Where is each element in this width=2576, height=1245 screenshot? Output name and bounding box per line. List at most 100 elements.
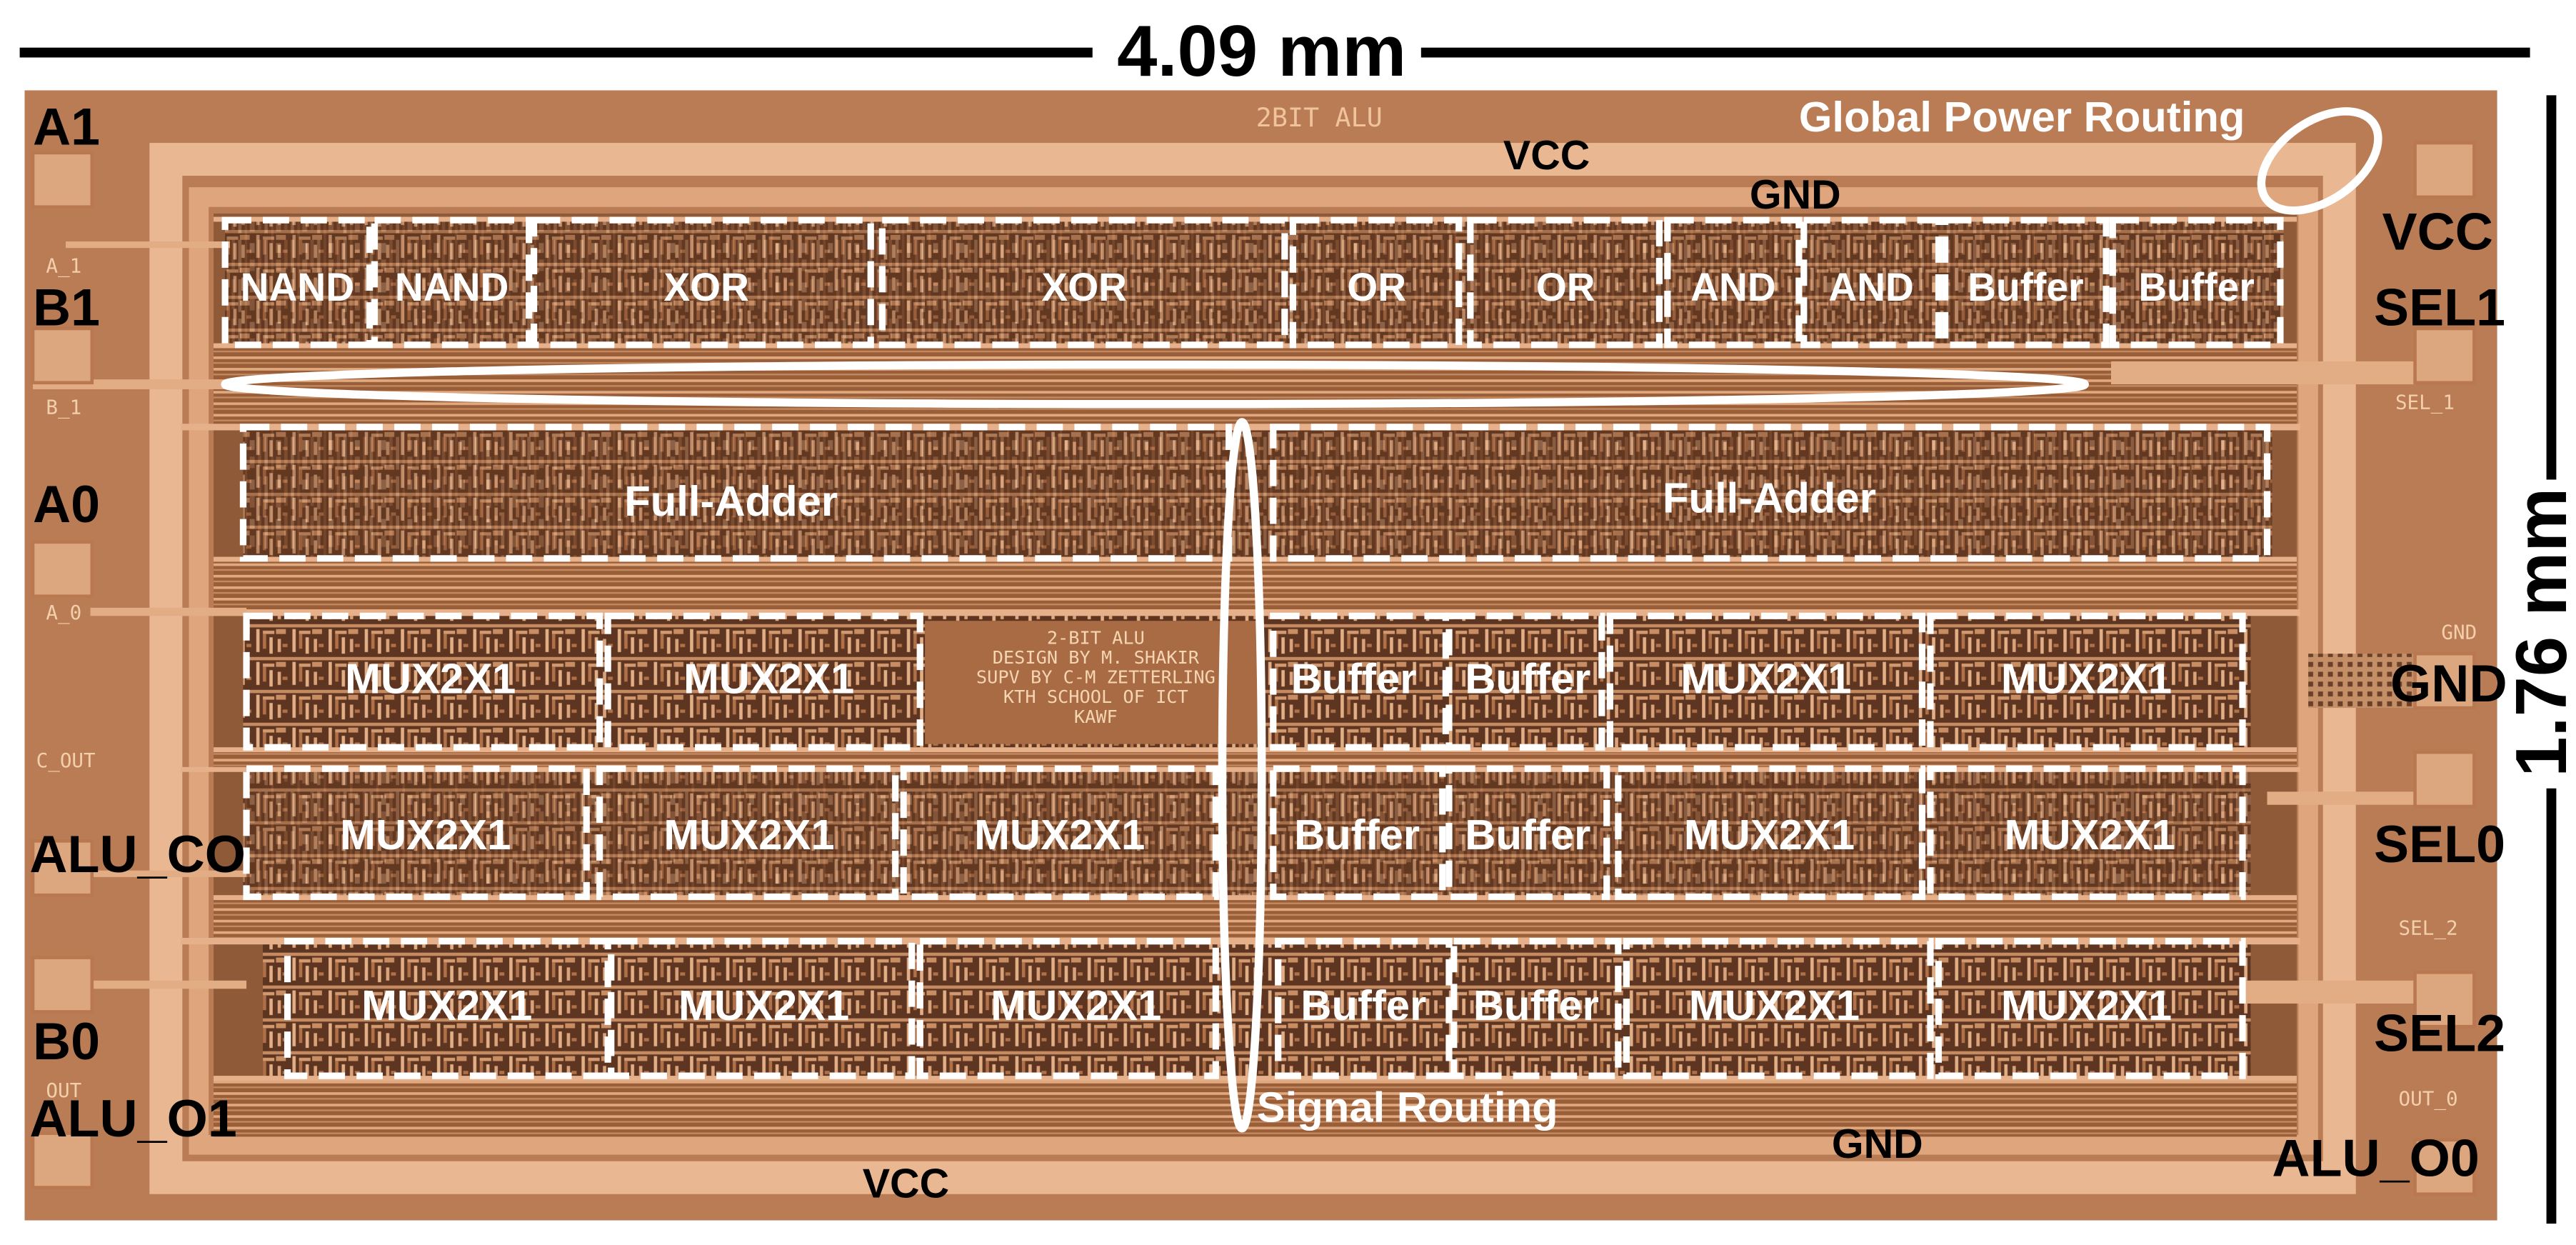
block-outline (1275, 937, 1453, 1079)
width-dimension: 4.09 mm (19, 11, 2530, 91)
vcc-top-label: VCC (1503, 133, 1590, 179)
height-label: 1.76 mm (2501, 488, 2576, 777)
signal-routing-horizontal-ellipse (221, 360, 2089, 409)
block-outline (2109, 216, 2284, 349)
pad-sel1 (2413, 326, 2476, 385)
pad-alu-o1 (31, 1131, 94, 1189)
pad-marking: GND (2441, 620, 2477, 644)
signal-routing-vertical-ellipse (1218, 418, 1266, 1133)
pad-marking: OUT (46, 1079, 81, 1102)
block-outline (1270, 424, 2271, 562)
trace-b0 (90, 980, 247, 989)
block-label-buffer: Buffer (1473, 981, 1599, 1029)
block-label-mux2x1: MUX2X1 (345, 654, 516, 702)
block-label-mux2x1: MUX2X1 (361, 981, 532, 1029)
block-label-buffer: Buffer (1290, 654, 1416, 702)
pin-label-sel1: SEL1 (2374, 277, 2505, 336)
credit-line: KTH SCHOOL OF ICT (1003, 686, 1188, 707)
block-outline (1270, 765, 1446, 901)
block-outline (1942, 216, 2110, 349)
block-outline (221, 216, 374, 349)
block-label-full-adder: Full-Adder (624, 477, 838, 525)
block-outline (1927, 612, 2246, 751)
block-label-nand: NAND (241, 265, 354, 309)
trace-sel0 (2267, 791, 2415, 805)
rail (181, 937, 2300, 945)
credit-line: KAWF (1074, 706, 1118, 727)
pin-label-sel0: SEL0 (2374, 814, 2505, 874)
block-outline (916, 937, 1219, 1079)
block-label-full-adder: Full-Adder (1663, 474, 1876, 521)
row-1-blocks: NAND NAND XOR XOR OR OR AND AND Buffer B… (221, 216, 2284, 349)
pad-marking: C_OUT (36, 749, 96, 773)
block-label-mux2x1: MUX2X1 (2001, 981, 2172, 1029)
rail (214, 216, 2297, 222)
pad-alu-o0 (2413, 1138, 2476, 1196)
pin-label-alu-o1: ALU_O1 (29, 1089, 236, 1148)
block-label-mux2x1: MUX2X1 (663, 811, 834, 859)
pin-label-b0: B0 (33, 1011, 100, 1071)
signal-routing-label: Signal Routing (1257, 1084, 1558, 1131)
block-label-mux2x1: MUX2X1 (2001, 654, 2172, 702)
block-outline (596, 765, 899, 901)
block-label-buffer: Buffer (1968, 265, 2084, 309)
pin-label-b1: B1 (33, 277, 100, 336)
pad-marking: SEL_1 (2395, 391, 2455, 415)
row-3-blocks: MUX2X1 MUX2X1 Buffer Buffer MUX2X1 MUX2X… (243, 612, 2246, 751)
die-markings: 2BIT ALU A_1 B_1 A_0 C_OUT OUT SEL_1 GND… (36, 102, 2477, 1111)
block-outline (1800, 216, 1943, 349)
pad-marking: B_1 (46, 395, 81, 419)
trace-a1 (66, 241, 231, 249)
block-outline (1615, 765, 1926, 901)
bond-pads (31, 141, 2476, 1196)
block-outline (604, 612, 923, 751)
block-outline (1623, 937, 1934, 1079)
pad-vcc (2413, 141, 2476, 199)
rail (214, 343, 2297, 349)
block-outline (1935, 937, 2246, 1079)
height-dimension: 1.76 mm (2501, 95, 2576, 1224)
pad-gnd (2413, 651, 2476, 710)
block-label-or: OR (1347, 265, 1406, 309)
trace-sel2 (2242, 980, 2415, 1004)
credit-line: 2-BIT ALU (1047, 627, 1145, 648)
block-label-buffer: Buffer (1294, 811, 1420, 859)
pad-marking: A_1 (46, 254, 81, 279)
pad-a1 (31, 151, 94, 209)
block-label-mux2x1: MUX2X1 (683, 654, 854, 702)
block-label-xor: XOR (1041, 265, 1127, 309)
block-outline (608, 937, 916, 1079)
pin-label-vcc: VCC (2382, 202, 2493, 261)
row-texture-overlay (243, 770, 2251, 897)
block-label-mux2x1: MUX2X1 (1680, 654, 1851, 702)
block-label-and: AND (1690, 265, 1776, 309)
pad-sel2 (2413, 970, 2476, 1029)
trace-sel1 (2110, 361, 2415, 385)
block-outline (1664, 216, 1803, 349)
pad-a0 (31, 540, 94, 599)
block-label-mux2x1: MUX2X1 (974, 811, 1145, 859)
vcc-bottom-label: VCC (863, 1161, 949, 1206)
block-outline (243, 612, 603, 751)
block-outline (878, 216, 1288, 349)
block-outline (1445, 612, 1605, 751)
block-label-nand: NAND (395, 265, 508, 309)
width-label: 4.09 mm (1117, 11, 1406, 91)
row-4-blocks: MUX2X1 MUX2X1 MUX2X1 Buffer Buffer MUX2X… (243, 765, 2246, 901)
block-outline (531, 216, 874, 349)
pin-label-sel2: SEL2 (2374, 1004, 2505, 1063)
die-credits: 2-BIT ALU DESIGN BY M. SHAKIR SUPV BY C-… (925, 621, 1262, 744)
block-label-or: OR (1536, 265, 1595, 309)
block-outline (900, 765, 1219, 901)
block-label-buffer: Buffer (1465, 654, 1590, 702)
block-outline (1445, 765, 1610, 901)
block-outline (243, 765, 590, 901)
block-label-xor: XOR (663, 265, 749, 309)
rail (214, 747, 2297, 753)
channel (214, 896, 2297, 943)
block-label-buffer: Buffer (1465, 811, 1590, 859)
channel (214, 344, 2297, 427)
rail (181, 766, 2300, 772)
credit-line: DESIGN BY M. SHAKIR (993, 647, 1200, 668)
block-outline (1289, 216, 1463, 349)
